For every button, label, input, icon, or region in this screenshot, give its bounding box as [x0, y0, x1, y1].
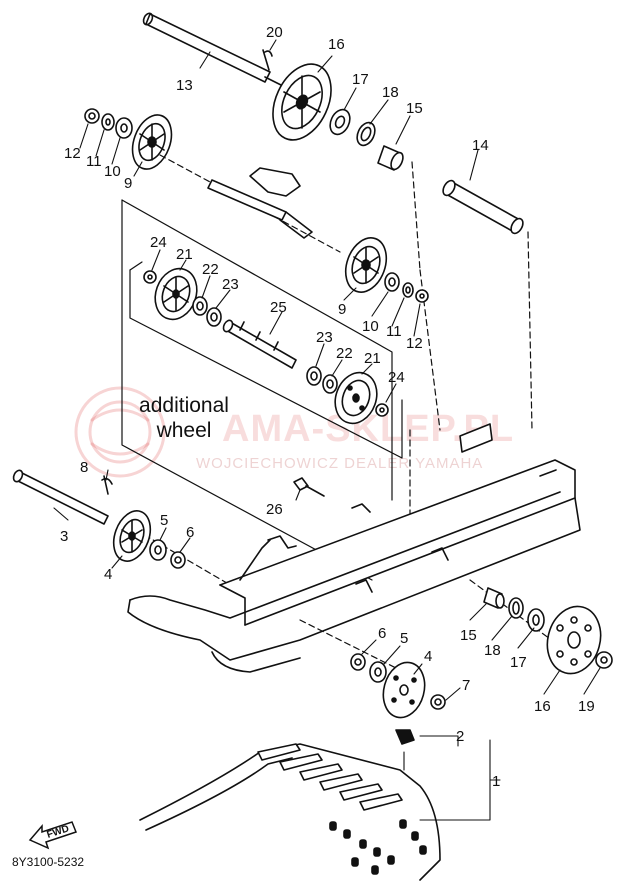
callout-17-top: 17: [352, 71, 369, 88]
axle-25: [222, 319, 297, 369]
slide-rail-frame: [127, 423, 581, 673]
wheel-4-left: [112, 510, 152, 562]
wheel-21-upper: [154, 267, 198, 321]
wheel-4-lower: [382, 661, 426, 719]
additional-wheel-note: additional wheel: [128, 393, 240, 443]
callout-8: 8: [80, 459, 88, 476]
washer-11-mid: [402, 282, 414, 298]
fwd-arrow-icon: FWD: [28, 821, 77, 850]
callout-15-top: 15: [406, 100, 423, 117]
callout-25: 25: [270, 299, 287, 316]
callout-16-top: 16: [328, 36, 345, 53]
callout-15-lower: 15: [460, 627, 477, 644]
nut-6-left: [170, 551, 186, 569]
callout-23-lower: 23: [316, 329, 333, 346]
bearing-10-top: [115, 117, 133, 139]
wheel-16-top: [272, 63, 332, 141]
callout-6-left: 6: [186, 524, 194, 541]
clip-2: [395, 729, 415, 745]
bearing-17-top: [329, 108, 351, 136]
callout-16-lower: 16: [534, 698, 551, 715]
bearing-5-left: [149, 539, 167, 561]
callout-13: 13: [176, 77, 193, 94]
nut-24-lower: [375, 403, 389, 417]
callout-labels: 13 20 16 17 18 15 14 12 11 10 9 24 21 22…: [60, 24, 595, 790]
callout-22-lower: 22: [336, 345, 353, 362]
callout-21-upper: 21: [176, 246, 193, 263]
track-belt-1: [139, 743, 441, 881]
callout-5-left: 5: [160, 512, 168, 529]
ring-18-top: [356, 121, 376, 147]
bearing-23-upper: [206, 307, 222, 327]
callout-17-lower: 17: [510, 654, 527, 671]
callout-3: 3: [60, 528, 68, 545]
callout-19: 19: [578, 698, 595, 715]
nut-12-mid: [415, 289, 429, 303]
callout-26: 26: [266, 501, 283, 518]
wheel-21-lower: [334, 371, 378, 425]
nut-6-lower: [350, 653, 366, 671]
washer-11-top: [101, 113, 115, 131]
pin-20: [262, 49, 273, 71]
bolt-26: [293, 477, 325, 497]
center-bracket: [207, 167, 313, 239]
callout-1: 1: [492, 773, 500, 790]
callout-14: 14: [472, 137, 489, 154]
callout-23-upper: 23: [222, 276, 239, 293]
ring-18-lower: [508, 597, 524, 619]
note-line-2: wheel: [156, 419, 212, 442]
bearing-23-lower: [306, 366, 322, 386]
bearing-10-mid: [384, 272, 400, 292]
bearing-17-lower: [527, 608, 545, 632]
additional-wheel-box: [121, 199, 403, 581]
cap-19: [595, 651, 613, 669]
watermark-logo: [74, 386, 166, 478]
callout-12-mid: 12: [406, 335, 423, 352]
callout-21-lower: 21: [364, 350, 381, 367]
callout-24-upper: 24: [150, 234, 167, 251]
washer-22-lower: [322, 374, 338, 394]
callout-5-lower: 5: [400, 630, 408, 647]
callout-11-top: 11: [86, 153, 102, 170]
wheel-9-mid: [344, 237, 388, 293]
callout-18-lower: 18: [484, 642, 501, 659]
callout-6-lower: 6: [378, 625, 386, 642]
callout-2: 2: [456, 728, 464, 745]
wheel-16-lower: [546, 605, 602, 675]
note-line-1: additional: [139, 394, 229, 417]
nut-24-upper: [143, 270, 157, 284]
tube-14: [442, 179, 524, 235]
catalog-code: 8Y3100-5232: [12, 855, 85, 869]
leader-lines: [53, 39, 601, 821]
callout-20: 20: [266, 24, 283, 41]
washer-22-upper: [192, 296, 208, 316]
callout-4-left: 4: [104, 566, 112, 583]
bearing-5-lower: [369, 661, 387, 683]
wheel-9-top: [131, 114, 173, 170]
nut-12-top: [84, 108, 100, 124]
callout-4-lower: 4: [424, 648, 432, 665]
callout-24-lower: 24: [388, 369, 405, 386]
callout-12-top: 12: [64, 145, 81, 162]
callout-9-top: 9: [124, 175, 132, 192]
collar-15-lower: [483, 587, 505, 609]
pin-8: [101, 475, 113, 495]
collar-15-top: [377, 145, 404, 171]
watermark-subtext: WOJCIECHOWICZ DEALER YAMAHA: [196, 455, 484, 472]
callout-18-top: 18: [382, 84, 399, 101]
callout-10-top: 10: [104, 163, 121, 180]
callout-10-mid: 10: [362, 318, 379, 335]
callout-22-upper: 22: [202, 261, 219, 278]
callout-9-mid: 9: [338, 301, 346, 318]
callout-7: 7: [462, 677, 470, 694]
nut-7: [430, 694, 446, 710]
callout-11-mid: 11: [386, 323, 402, 340]
axle-3: [12, 469, 109, 525]
